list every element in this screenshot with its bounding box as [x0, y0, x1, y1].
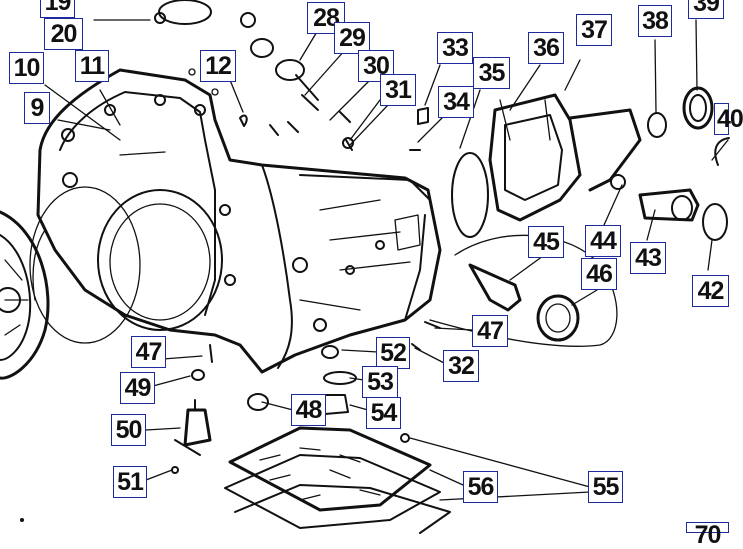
callout-48[interactable]: 48 — [291, 394, 326, 426]
callout-10[interactable]: 10 — [9, 52, 44, 84]
callout-47-right[interactable]: 47 — [472, 315, 508, 347]
transmission-case — [36, 68, 442, 374]
callout-36[interactable]: 36 — [528, 32, 564, 64]
callout-70[interactable]: 70 — [686, 522, 729, 548]
callout-46[interactable]: 46 — [581, 258, 617, 290]
callout-12[interactable]: 12 — [200, 50, 236, 82]
callout-34[interactable]: 34 — [438, 86, 474, 118]
valve-body-plates — [20, 426, 451, 534]
callout-56[interactable]: 56 — [463, 471, 498, 503]
top-small-parts — [154, 0, 429, 151]
callout-31[interactable]: 31 — [380, 74, 416, 106]
callout-55[interactable]: 55 — [588, 471, 623, 503]
callout-43[interactable]: 43 — [630, 242, 666, 274]
callout-51[interactable]: 51 — [113, 466, 147, 498]
callout-11[interactable]: 11 — [75, 50, 109, 82]
callout-38[interactable]: 38 — [638, 5, 672, 37]
callout-39[interactable]: 39 — [688, 0, 724, 19]
callout-37[interactable]: 37 — [576, 14, 612, 46]
callout-44[interactable]: 44 — [585, 225, 621, 257]
housing-gasket — [29, 186, 223, 344]
callout-32[interactable]: 32 — [443, 350, 479, 382]
callout-49[interactable]: 49 — [120, 372, 155, 404]
callout-53[interactable]: 53 — [362, 366, 398, 398]
rear-seal-parts — [647, 86, 730, 241]
callout-19[interactable]: 19 — [40, 0, 75, 18]
callout-20[interactable]: 20 — [44, 18, 83, 50]
callout-42[interactable]: 42 — [692, 275, 729, 307]
extension-housing — [451, 93, 642, 238]
callout-30[interactable]: 30 — [358, 50, 394, 82]
lower-small-parts — [171, 321, 441, 474]
callout-50[interactable]: 50 — [111, 414, 146, 446]
callout-40[interactable]: 40 — [714, 103, 743, 135]
speed-sensor-parts — [429, 174, 700, 347]
callout-29[interactable]: 29 — [334, 22, 370, 54]
callout-45[interactable]: 45 — [528, 226, 564, 258]
callout-52[interactable]: 52 — [376, 337, 410, 369]
callout-28[interactable]: 28 — [307, 2, 345, 34]
callout-35[interactable]: 35 — [473, 57, 510, 89]
callout-47-left[interactable]: 47 — [131, 336, 166, 368]
callout-33[interactable]: 33 — [437, 32, 473, 64]
cover-plug — [536, 294, 580, 342]
callout-9[interactable]: 9 — [24, 92, 50, 124]
callout-54[interactable]: 54 — [366, 397, 401, 429]
